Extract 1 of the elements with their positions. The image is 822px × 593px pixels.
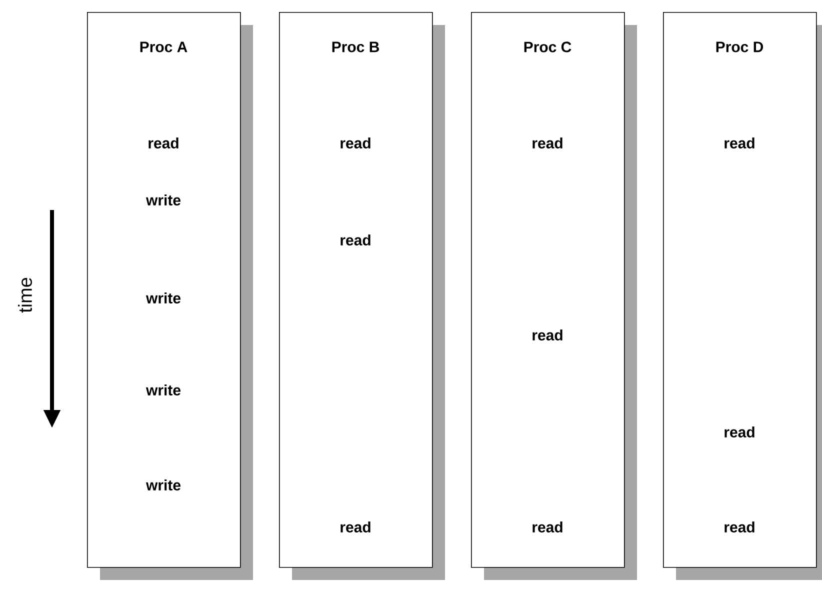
- axis-label: time: [18, 278, 32, 313]
